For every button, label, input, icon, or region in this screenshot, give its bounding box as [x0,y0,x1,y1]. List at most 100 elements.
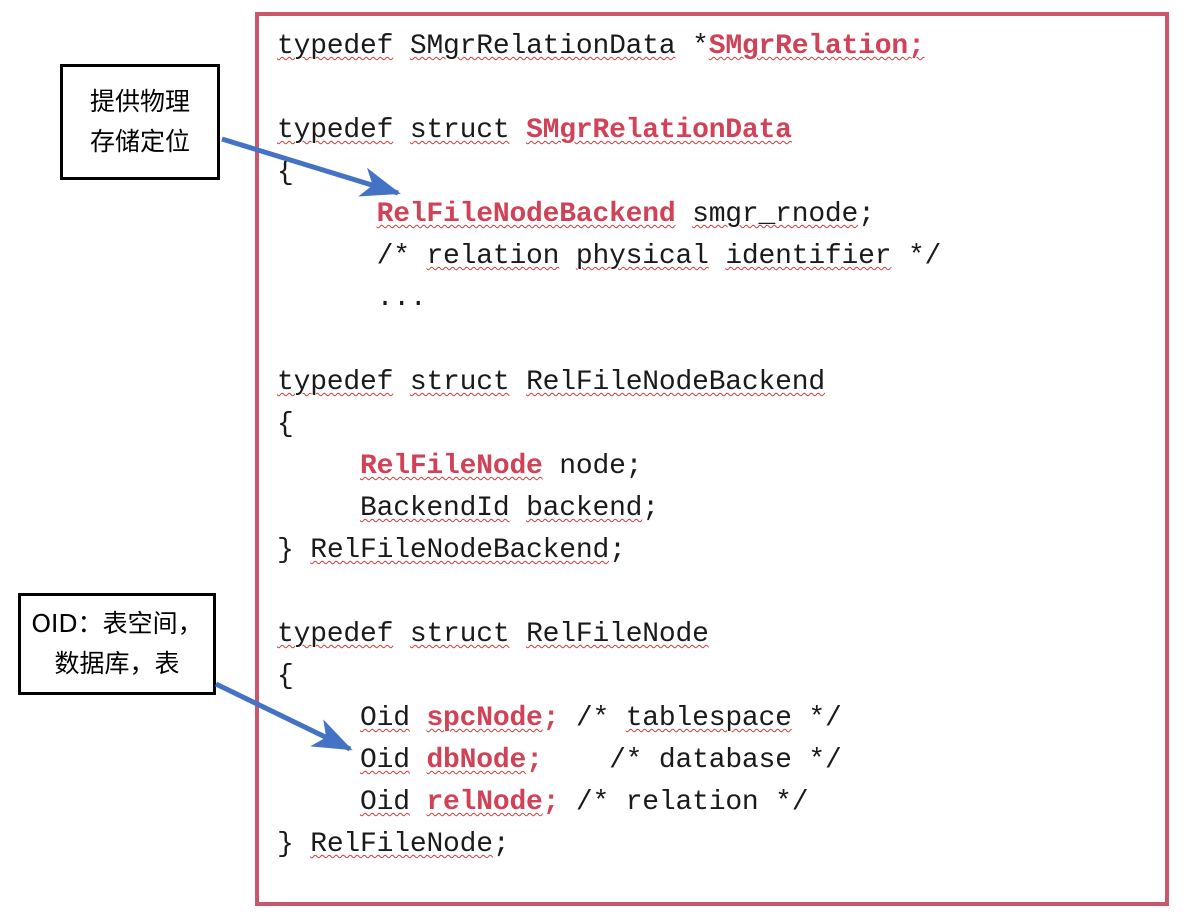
code-line: ... [277,278,1159,320]
code-token: RelFileNodeBackend [310,535,610,566]
code-token: ... [277,283,427,314]
code-line: Oid relNode; /* relation */ [277,782,1159,824]
code-token: { [277,157,294,188]
code-frame: typedef SMgrRelationData *SMgrRelation; … [255,12,1169,906]
code-token: identifier [725,241,892,272]
code-line: typedef struct RelFileNodeBackend [277,362,1159,404]
code-line: typedef struct RelFileNode [277,614,1159,656]
code-token [277,745,360,776]
code-line: { [277,404,1159,446]
code-token: { [277,409,294,440]
code-token [393,619,410,650]
code-token: Oid [360,787,410,818]
code-token: */ [791,745,842,776]
code-token: /* [559,787,626,818]
code-line: BackendId backend; [277,488,1159,530]
code-token [410,745,427,776]
code-token: RelFileNode [310,829,493,860]
code-token [393,31,410,62]
code-token [709,241,726,272]
code-token: dbNode [426,745,527,776]
code-token: Oid [360,703,410,734]
code-token: struct [409,367,510,398]
code-token: ; [642,493,659,524]
code-token: node; [542,451,643,482]
code-line [277,572,1159,614]
code-line: { [277,152,1159,194]
code-token: ; [526,745,543,776]
code-token: */ [791,703,842,734]
code-token: { [277,661,294,692]
code-token: relNode [426,787,543,818]
code-token: backend [526,493,643,524]
code-token [559,241,576,272]
code-token: relation [625,787,759,818]
code-token: BackendId [360,493,510,524]
code-token [277,703,360,734]
code-token: RelFileNodeBackend [526,367,825,398]
code-line [277,68,1159,110]
code-token: ; [858,199,875,230]
code-line: RelFileNodeBackend smgr_rnode; [277,194,1159,236]
code-line: Oid spcNode; /* tablespace */ [277,698,1159,740]
code-token [509,115,526,146]
code-line: { [277,656,1159,698]
code-line: typedef SMgrRelationData *SMgrRelation; [277,26,1159,68]
code-token: typedef [277,115,394,146]
code-token: RelFileNode [526,619,709,650]
callout-line: 提供物理 [89,87,190,116]
code-token: typedef [277,619,394,650]
code-token: RelFileNode [360,451,543,482]
code-token: /* [559,703,626,734]
code-token: */ [891,241,942,272]
code-block: typedef SMgrRelationData *SMgrRelation; … [277,26,1159,866]
code-token: relation [426,241,560,272]
code-token: RelFileNodeBackend [376,199,676,230]
code-line: typedef struct SMgrRelationData [277,110,1159,152]
callout-box-oid-description: OID：表空间， 数据库，表 [18,593,216,695]
code-line: /* relation physical identifier */ [277,236,1159,278]
code-token: } [277,829,311,860]
code-token [393,115,410,146]
code-token: typedef [277,367,394,398]
callout-box-physical-storage: 提供物理 存储定位 [60,64,220,180]
code-line: Oid dbNode; /* database */ [277,740,1159,782]
code-token: smgr_rnode [692,199,859,230]
callout-line: 数据库，表 [54,649,180,678]
code-token: typedef [277,31,394,62]
code-token: /* [277,241,427,272]
code-token: ; [609,535,626,566]
code-token: ; [542,703,560,734]
callout-line: OID：表空间， [31,609,203,638]
code-token [509,619,526,650]
code-token: */ [758,787,809,818]
code-token: } [277,535,311,566]
code-token [277,787,360,818]
code-token: Oid [360,745,410,776]
callout-line: 存储定位 [89,127,190,156]
code-token [410,703,427,734]
code-token: physical [575,241,709,272]
code-line [277,320,1159,362]
code-token: /* [542,745,659,776]
code-token: spcNode [426,703,543,734]
code-token: ; [492,829,510,860]
code-token: ; [542,787,560,818]
code-token: struct [409,115,510,146]
code-token [277,493,360,524]
code-token: SMgrRelation; [708,31,925,62]
code-token [509,367,526,398]
code-line: RelFileNode node; [277,446,1159,488]
code-token: * [675,31,709,62]
code-token: tablespace [625,703,792,734]
code-token [410,787,427,818]
code-token: SMgrRelationData [409,31,676,62]
code-token [675,199,692,230]
code-token [393,367,410,398]
code-token [277,451,360,482]
code-token: database [658,745,792,776]
code-line: } RelFileNodeBackend; [277,530,1159,572]
code-line: } RelFileNode; [277,824,1159,866]
code-token [277,199,377,230]
code-token [509,493,526,524]
